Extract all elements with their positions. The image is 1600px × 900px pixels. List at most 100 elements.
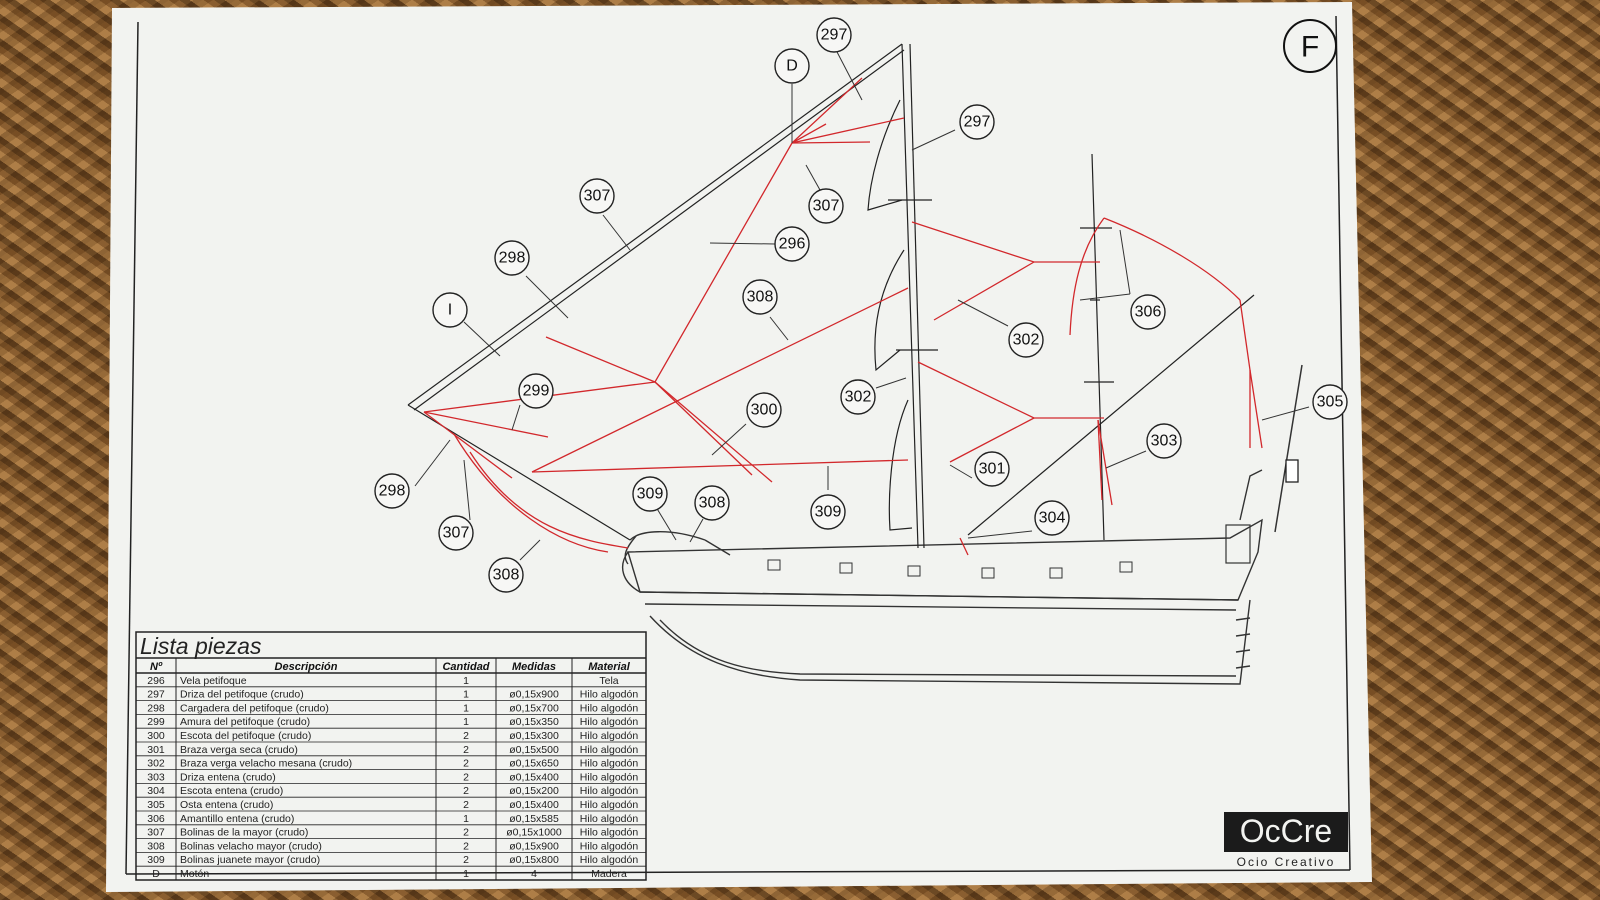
cell-no: 305 — [147, 799, 165, 811]
callout-301: 301 — [974, 451, 1010, 487]
cell-material: Hilo algodón — [580, 771, 639, 783]
cell-no: 308 — [147, 840, 165, 852]
cell-material: Hilo algodón — [580, 840, 639, 852]
cell-description: Driza del petifoque (crudo) — [180, 689, 304, 701]
cell-description: Braza verga velacho mesana (crudo) — [180, 758, 352, 770]
cell-no: D — [152, 868, 160, 880]
cell-measures: ø0,15x500 — [509, 744, 559, 756]
callout-302-left: 302 — [840, 379, 876, 415]
cell-description: Amantillo entena (crudo) — [180, 813, 294, 825]
svg-text:304: 304 — [1039, 510, 1066, 527]
cell-material: Hilo algodón — [580, 689, 639, 701]
cell-no: 300 — [147, 730, 165, 742]
paper-sheet — [106, 2, 1372, 892]
cell-measures: ø0,15x800 — [509, 854, 559, 866]
svg-text:308: 308 — [699, 495, 726, 512]
cell-material: Hilo algodón — [580, 799, 639, 811]
svg-text:299: 299 — [523, 383, 550, 400]
cell-material: Hilo algodón — [580, 702, 639, 714]
svg-text:I: I — [448, 302, 452, 319]
page-letter: F — [1301, 31, 1319, 64]
callout-307-left: 307 — [579, 178, 615, 214]
cell-measures: 4 — [531, 868, 537, 880]
svg-text:D: D — [786, 58, 798, 75]
callout-298-lower: 298 — [374, 473, 410, 509]
svg-text:297: 297 — [821, 27, 848, 44]
header-no: Nº — [150, 661, 163, 673]
cell-no: 303 — [147, 771, 165, 783]
callout-296: 296 — [774, 226, 810, 262]
brand-tagline: Ocio Creativo — [1237, 855, 1336, 869]
cell-material: Hilo algodón — [580, 730, 639, 742]
callout-297-right: 297 — [959, 104, 995, 140]
svg-text:302: 302 — [1013, 332, 1040, 349]
cell-measures: ø0,15x400 — [509, 799, 559, 811]
svg-text:309: 309 — [637, 486, 664, 503]
callout-leader-lines — [414, 49, 1310, 561]
cell-no: 306 — [147, 813, 165, 825]
svg-text:298: 298 — [499, 250, 526, 267]
cell-description: Escota del petifoque (crudo) — [180, 730, 311, 742]
cell-quantity: 1 — [463, 813, 469, 825]
cell-quantity: 2 — [463, 840, 469, 852]
callout-D: D — [774, 48, 810, 84]
cell-measures: ø0,15x200 — [509, 785, 559, 797]
svg-text:297: 297 — [964, 114, 991, 131]
callout-309-left: 309 — [632, 476, 668, 512]
parts-table: Lista piezas Nº Descripción Cantidad Med… — [135, 631, 647, 881]
cell-description: Amura del petifoque (crudo) — [180, 716, 310, 728]
svg-text:307: 307 — [443, 525, 470, 542]
cell-no: 302 — [147, 758, 165, 770]
callout-298-upper: 298 — [494, 240, 530, 276]
svg-text:308: 308 — [493, 567, 520, 584]
callout-302-right: 302 — [1008, 322, 1044, 358]
svg-text:302: 302 — [845, 389, 872, 406]
cell-quantity: 1 — [463, 868, 469, 880]
cell-no: 297 — [147, 689, 165, 701]
stern-lantern-icon — [1285, 459, 1299, 483]
cell-measures: ø0,15x585 — [509, 813, 559, 825]
header-descripcion: Descripción — [275, 661, 338, 673]
header-medidas: Medidas — [512, 661, 556, 673]
cell-quantity: 2 — [463, 854, 469, 866]
cell-measures: ø0,15x300 — [509, 730, 559, 742]
svg-text:298: 298 — [379, 483, 406, 500]
cell-measures: ø0,15x400 — [509, 771, 559, 783]
cell-quantity: 2 — [463, 758, 469, 770]
callout-I: I — [432, 292, 468, 328]
cell-description: Vela petifoque — [180, 675, 247, 687]
cell-no: 309 — [147, 854, 165, 866]
cell-material: Hilo algodón — [580, 758, 639, 770]
cell-material: Hilo algodón — [580, 854, 639, 866]
cell-description: Bolinas velacho mayor (crudo) — [180, 840, 322, 852]
svg-text:301: 301 — [979, 461, 1006, 478]
cell-quantity: 2 — [463, 827, 469, 839]
callout-308-center: 308 — [742, 279, 778, 315]
cell-quantity: 1 — [463, 689, 469, 701]
occre-logo: OcCre Ocio Creativo — [1224, 812, 1348, 869]
cell-quantity: 1 — [463, 702, 469, 714]
callout-303: 303 — [1146, 423, 1182, 459]
cell-material: Hilo algodón — [580, 813, 639, 825]
cell-quantity: 2 — [463, 799, 469, 811]
cell-quantity: 2 — [463, 785, 469, 797]
cell-no: 299 — [147, 716, 165, 728]
cell-no: 307 — [147, 827, 165, 839]
callout-297-top: 297 — [816, 17, 852, 53]
brand-name: OcCre — [1240, 813, 1332, 849]
table-row: 306 Amantillo entena (crudo) 1 ø0,15x585 Hil… — [136, 813, 646, 826]
cell-measures: ø0,15x900 — [509, 840, 559, 852]
cell-material: Hilo algodón — [580, 827, 639, 839]
parts-table-header: Nº Descripción Cantidad Medidas Material — [150, 661, 631, 673]
cell-description: Bolinas de la mayor (crudo) — [180, 827, 308, 839]
